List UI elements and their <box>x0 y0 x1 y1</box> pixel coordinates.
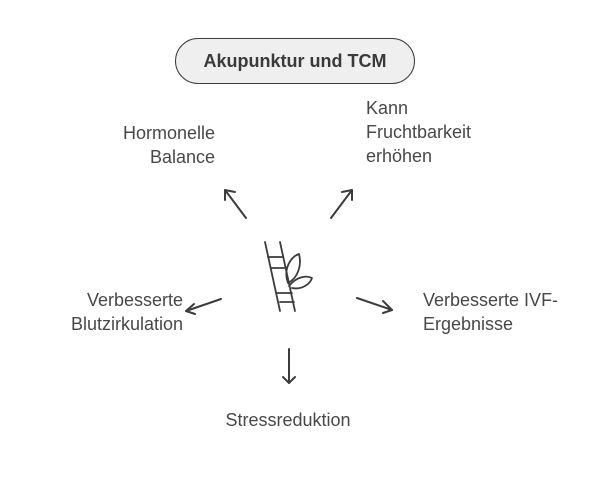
node-line: Verbesserte <box>86 290 183 310</box>
arrow-left <box>185 298 222 315</box>
node-line: Fruchtbarkeit <box>366 122 472 142</box>
node-hormonal-balance: Hormonelle Balance <box>100 121 215 169</box>
arrow-down <box>282 348 296 384</box>
title-node: Akupunktur und TCM <box>175 38 415 84</box>
node-line: Stressreduktion <box>225 410 351 430</box>
node-line: Ergebnisse <box>423 314 514 334</box>
node-line: Hormonelle <box>122 123 215 143</box>
node-fertility: Kann Fruchtbarkeit erhöhen <box>366 96 471 168</box>
ladder-with-leaves-icon <box>264 241 313 312</box>
arrow-up-right <box>330 189 353 219</box>
node-ivf-results: Verbesserte IVF- Ergebnisse <box>423 288 558 336</box>
title-text: Akupunktur und TCM <box>203 50 387 71</box>
arrow-right <box>356 297 393 314</box>
node-blood-circulation: Verbesserte Blutzirkulation <box>20 288 183 336</box>
node-line: Blutzirkulation <box>70 314 183 334</box>
node-stress-reduction: Stressreduktion <box>188 408 388 432</box>
node-line: Kann <box>366 98 409 118</box>
node-line: erhöhen <box>366 146 433 166</box>
arrow-up-left <box>224 189 247 219</box>
node-line: Balance <box>149 147 215 167</box>
node-line: Verbesserte IVF- <box>423 290 559 310</box>
